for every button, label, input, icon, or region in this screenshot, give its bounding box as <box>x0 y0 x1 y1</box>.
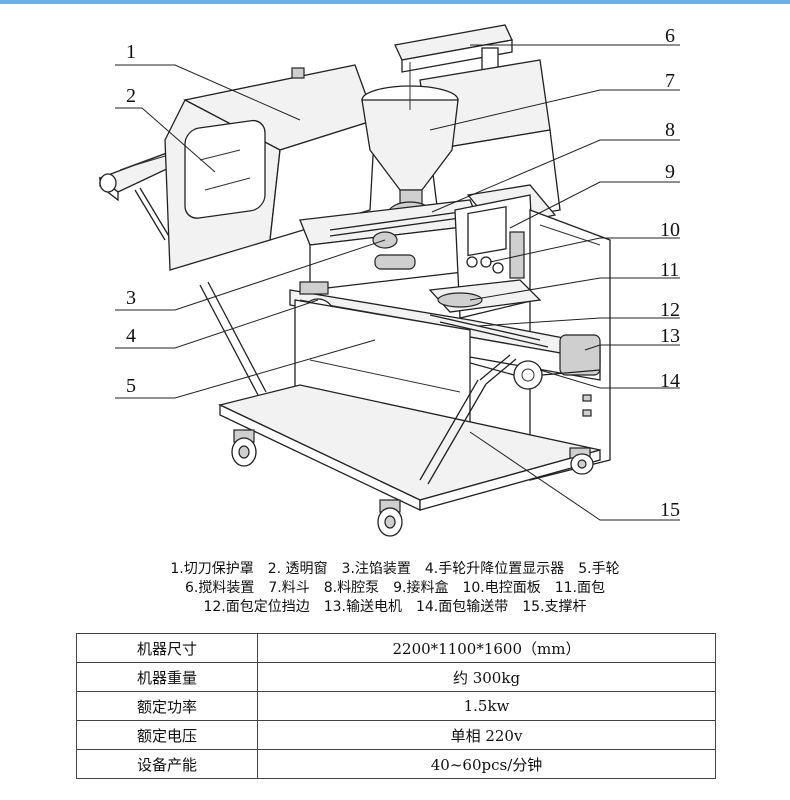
machine-illustration <box>98 24 611 537</box>
callout-2: 2 <box>126 85 136 107</box>
parts-legend: 1.切刀保护罩 2. 透明窗 3.注馅装置 4.手轮升降位置显示器 5.手轮 6… <box>0 560 790 617</box>
callout-4: 4 <box>126 325 136 347</box>
callout-11: 11 <box>660 259 679 281</box>
callout-13: 13 <box>660 325 680 347</box>
spec-label: 机器重量 <box>76 662 258 692</box>
castor-wheel <box>569 447 594 475</box>
spec-label: 额定功率 <box>76 691 258 721</box>
machine-diagram: 1 2 3 4 5 6 7 8 9 10 11 12 13 14 15 <box>0 0 790 537</box>
spec-table: 机器尺寸 2200*1100*1600（mm） 机器重量 约 300kg 额定功… <box>76 633 716 779</box>
top-banner-strip <box>0 0 790 4</box>
table-row: 机器重量 约 300kg <box>76 662 716 692</box>
callout-6: 6 <box>665 25 675 47</box>
spec-label: 设备产能 <box>76 749 258 779</box>
spec-value: 单相 220v <box>257 720 716 750</box>
callout-12: 12 <box>660 299 680 321</box>
table-row: 机器尺寸 2200*1100*1600（mm） <box>76 633 716 663</box>
table-row: 额定电压 单相 220v <box>76 720 716 750</box>
callout-10: 10 <box>660 219 680 241</box>
table-row: 设备产能 40~60pcs/分钟 <box>76 749 716 779</box>
legend-line: 12.面包定位挡边 13.输送电机 14.面包输送带 15.支撑杆 <box>203 599 587 615</box>
callout-15: 15 <box>660 499 680 521</box>
leader-lines <box>115 44 680 521</box>
castor-wheel <box>231 429 257 467</box>
callout-1: 1 <box>126 41 136 63</box>
spec-value: 40~60pcs/分钟 <box>257 749 716 779</box>
callout-3: 3 <box>126 287 136 309</box>
legend-line: 6.搅料装置 7.料斗 8.料腔泵 9.接料盒 10.电控面板 11.面包 <box>185 580 605 596</box>
spec-value: 约 300kg <box>257 662 716 692</box>
table-row: 额定功率 1.5kw <box>76 691 716 721</box>
spec-value: 2200*1100*1600（mm） <box>257 633 716 663</box>
castor-wheel <box>377 499 403 537</box>
callout-9: 9 <box>665 161 675 183</box>
callout-14: 14 <box>660 370 680 392</box>
legend-line: 1.切刀保护罩 2. 透明窗 3.注馅装置 4.手轮升降位置显示器 5.手轮 <box>170 561 620 577</box>
callout-5: 5 <box>126 375 136 397</box>
callout-labels: 1 2 3 4 5 6 7 8 9 10 11 12 13 14 15 <box>126 25 680 521</box>
spec-label: 额定电压 <box>76 720 258 750</box>
callout-8: 8 <box>665 119 675 141</box>
spec-value: 1.5kw <box>257 691 716 721</box>
spec-label: 机器尺寸 <box>76 633 258 663</box>
callout-7: 7 <box>665 70 675 92</box>
